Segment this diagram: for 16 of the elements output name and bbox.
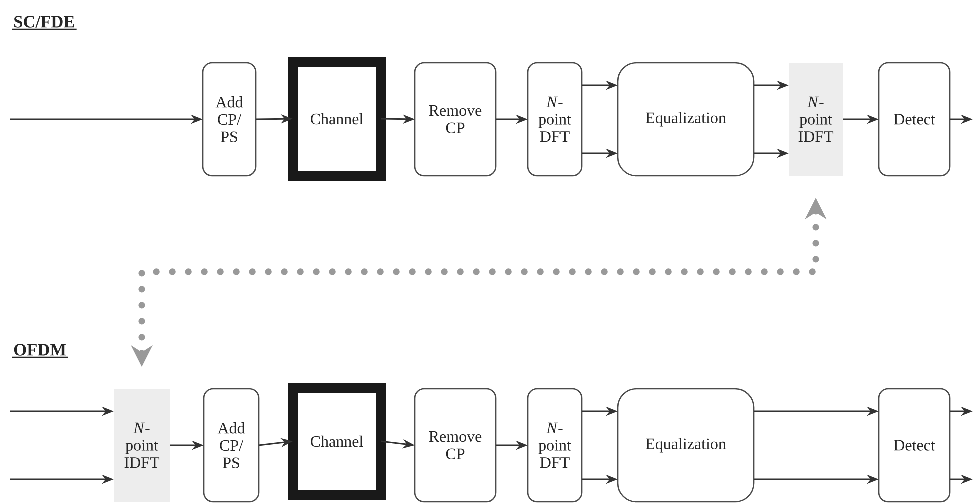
section-heading: SC/FDE <box>12 16 77 30</box>
process-box: Equalization <box>617 62 755 177</box>
process-box: N- point DFT <box>527 388 583 503</box>
process-box: N- point IDFT <box>114 389 170 502</box>
process-box: Add CP/ PS <box>203 388 260 503</box>
process-box: Equalization <box>617 388 755 503</box>
process-box: Remove CP <box>414 388 497 503</box>
process-box: Detect <box>878 388 951 503</box>
channel-box: Channel <box>288 57 386 181</box>
section-heading: OFDM <box>12 344 68 358</box>
process-box: Remove CP <box>414 62 497 177</box>
process-box: Add CP/ PS <box>202 62 257 177</box>
process-box: N- point IDFT <box>789 63 843 176</box>
channel-box: Channel <box>288 383 386 500</box>
process-box: Detect <box>878 62 951 177</box>
process-box: N- point DFT <box>527 62 583 177</box>
